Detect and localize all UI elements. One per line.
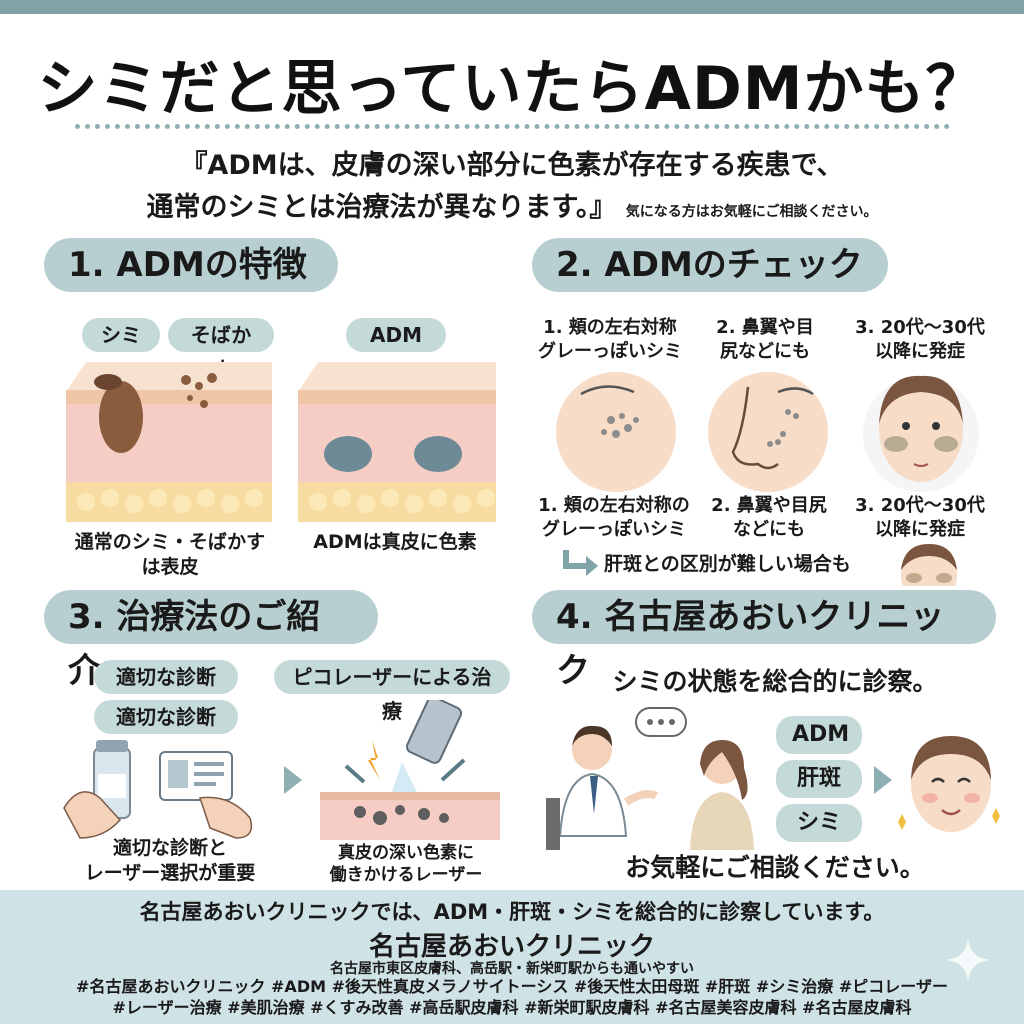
happy-face-illustration xyxy=(898,736,1000,832)
doctor-patient-illustration xyxy=(546,707,754,850)
top-bar xyxy=(0,0,1024,14)
intro-text: 『ADMは、皮膚の深い部分に色素が存在する疾患で、 通常のシミとは治療法が異なり… xyxy=(60,145,964,233)
section3-heading: 3. 治療法のご紹介 xyxy=(44,590,378,691)
footer-line1: 名古屋あおいクリニックでは、ADM・肝斑・シミを総合的に診察しています。 xyxy=(139,900,885,924)
chevron-right-icon-2 xyxy=(874,766,892,794)
tag-shimi-diagnosis: シミ xyxy=(776,804,862,842)
sparkle-icon xyxy=(946,938,990,982)
section3-caption-left: 適切な診断と レーザー選択が重要 xyxy=(60,836,280,886)
section4-subtitle: シミの状態を総合的に診察。 xyxy=(612,667,938,696)
section3-caption-left-line2: レーザー選択が重要 xyxy=(84,862,256,884)
check-label-bottom-2: 2. 鼻翼や目尻などにも xyxy=(704,494,834,542)
intro-note: 気になる方はお気軽にご相談ください。 xyxy=(625,204,878,220)
footer-hashtags-line1: #名古屋あおいクリニック #ADM #後天性真皮メラノサイトーシス #後天性太田… xyxy=(76,977,948,996)
page-title: シミだと思っていたらADMかも？ xyxy=(37,54,987,124)
section4-heading: 4. 名古屋あおいクリニック xyxy=(532,590,996,691)
section3-caption-right-line2: 働きかけるレーザー xyxy=(329,865,483,885)
check-label-top-2-line2: 尻などにも xyxy=(720,341,810,362)
check-label-bottom-3-line1: 3. 20代～30代 xyxy=(855,495,985,516)
section3-caption-right-line1: 真皮の深い色素に xyxy=(338,843,474,863)
section3-caption-right: 真皮の深い色素に 働きかけるレーザー xyxy=(306,842,506,886)
medicine-and-card-illustration xyxy=(63,740,253,839)
check-label-bottom-1-line2: グレーっぽいシミ xyxy=(542,519,686,540)
check-label-top-1-line1: 1. 頬の左右対称 xyxy=(543,317,677,338)
small-face-icon xyxy=(901,544,957,586)
check-label-top-1: 1. 頬の左右対称グレーっぽいシミ xyxy=(530,316,690,364)
turn-arrow-icon xyxy=(563,550,598,576)
section4-closing: お気軽にご相談ください。 xyxy=(625,853,925,882)
skin-diagram-epidermis xyxy=(66,362,272,522)
section1-caption-right: ADMは真皮に色素 xyxy=(313,531,477,553)
section1-caption-left: 通常のシミ・そばかす は表皮 xyxy=(50,530,290,580)
check-label-top-2-line1: 2. 鼻翼や目 xyxy=(716,317,814,338)
check-note: 肝斑との区別が難しい場合も xyxy=(604,553,851,575)
laser-treatment-illustration xyxy=(320,700,500,840)
tag-diagnosis-1: 適切な診断 xyxy=(94,660,238,694)
check-label-top-3: 3. 20代～30代以降に発症 xyxy=(840,316,1000,364)
check-label-bottom-2-line1: 2. 鼻翼や目尻 xyxy=(711,495,827,516)
tag-adm: ADM xyxy=(346,318,446,352)
footer-hashtags-line2: #レーザー治療 #美肌治療 #くすみ改善 #高岳駅皮膚科 #新栄町駅皮膚科 #名… xyxy=(112,998,912,1017)
tag-diagnosis-2: 適切な診断 xyxy=(94,700,238,734)
check-label-bottom-3-line2: 以降に発症 xyxy=(875,519,965,540)
check-label-bottom-2-line2: などにも xyxy=(733,519,805,540)
section2-heading: 2. ADMのチェック xyxy=(532,238,888,292)
footer-hashtags: #名古屋あおいクリニック #ADM #後天性真皮メラノサイトーシス #後天性太田… xyxy=(14,976,1010,1018)
intro-line-2: 通常のシミとは治療法が異なります。』 気になる方はお気軽にご相談ください。 xyxy=(60,187,964,233)
tag-adm-diagnosis: ADM xyxy=(776,716,862,754)
dotted-divider xyxy=(75,124,950,130)
tag-pico-laser: ピコレーザーによる治療 xyxy=(274,660,510,723)
check-label-top-1-line2: グレーっぽいシミ xyxy=(538,341,682,362)
check-label-top-2: 2. 鼻翼や目尻などにも xyxy=(700,316,830,364)
footer-address: 名古屋市東区皮膚科、高岳駅・新栄町駅からも通いやすい xyxy=(330,961,694,977)
intro-line-1: 『ADMは、皮膚の深い部分に色素が存在する疾患で、 xyxy=(180,150,844,181)
check-label-bottom-3: 3. 20代～30代以降に発症 xyxy=(840,494,1000,542)
check-label-bottom-1-line1: 1. 頬の左右対称の xyxy=(538,495,690,516)
footer: 名古屋あおいクリニックでは、ADM・肝斑・シミを総合的に診察しています。 名古屋… xyxy=(0,890,1024,1024)
chevron-right-icon xyxy=(284,766,302,794)
section3-caption-left-line1: 適切な診断と xyxy=(112,837,227,859)
intro-line-2-text: 通常のシミとは治療法が異なります。』 xyxy=(146,192,617,223)
check-label-top-3-line2: 以降に発症 xyxy=(875,341,965,362)
check-label-bottom-1: 1. 頬の左右対称のグレーっぽいシミ xyxy=(528,494,700,542)
face-illustration xyxy=(863,375,979,492)
cheek-closeup-illustration xyxy=(556,372,676,492)
section1-caption-left-line1: 通常のシミ・そばかす xyxy=(74,531,266,553)
section1-heading: 1. ADMの特徴 xyxy=(44,238,338,292)
section1-caption-left-line2: は表皮 xyxy=(141,556,199,578)
footer-clinic-name: 名古屋あおいクリニック xyxy=(368,932,655,962)
check-label-top-3-line1: 3. 20代～30代 xyxy=(855,317,985,338)
tag-kanpan: 肝斑 xyxy=(776,760,862,798)
nose-closeup-illustration xyxy=(708,372,828,492)
skin-diagram-dermis xyxy=(298,362,496,522)
tag-sobakasu: そばかす xyxy=(168,318,274,381)
tag-shimi: シミ xyxy=(82,318,160,352)
